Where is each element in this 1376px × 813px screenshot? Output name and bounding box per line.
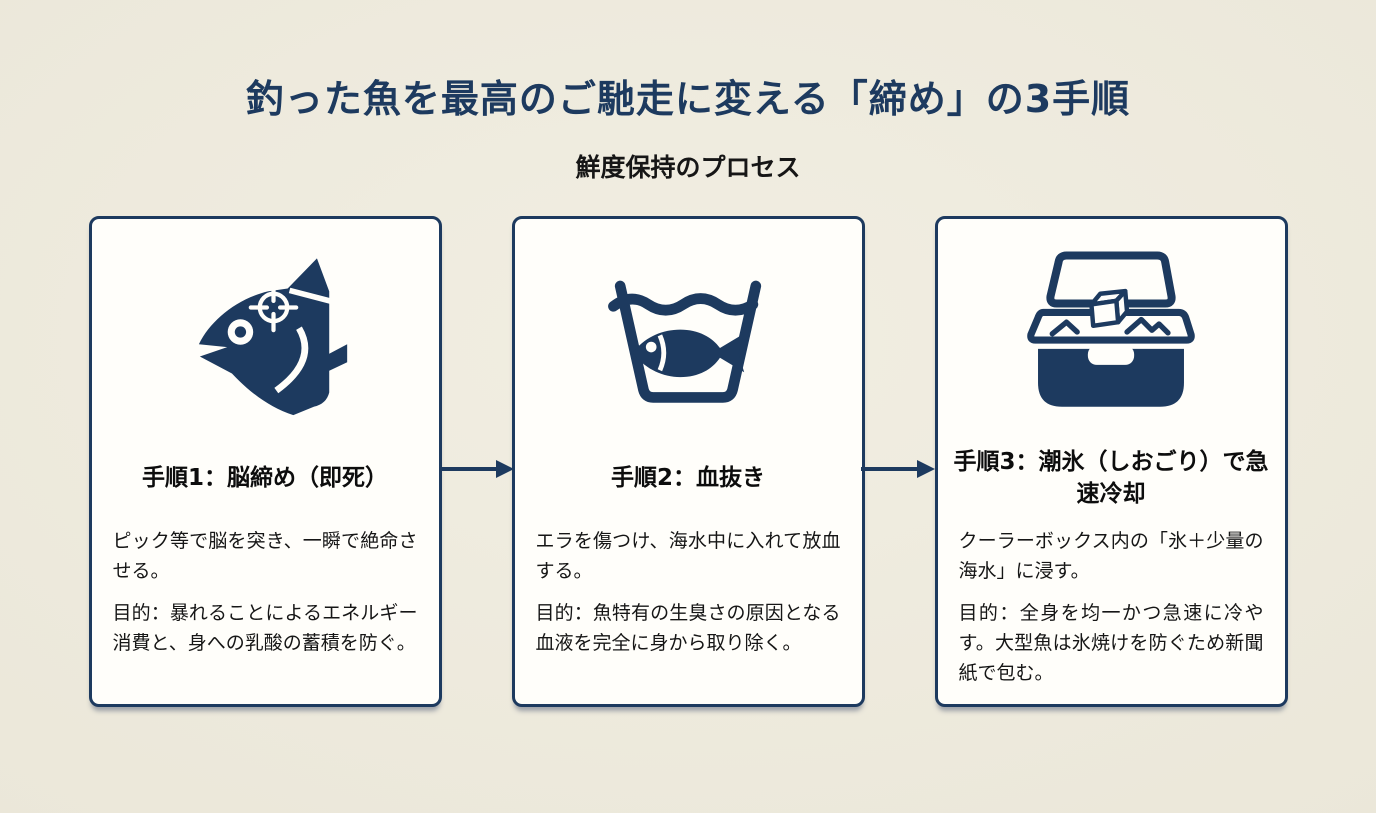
- cooler-box-ice-icon: [1027, 251, 1195, 407]
- step-description: ピック等で脳を突き、一瞬で絶命させる。: [112, 530, 418, 582]
- page-title: 釣った魚を最高のご馳走に変える「締め」の3手順: [245, 77, 1131, 121]
- arrow-right-icon: [440, 460, 514, 478]
- fish-in-water-basin-icon: [608, 280, 762, 403]
- step-card-2: 手順2：血抜き エラを傷つけ、海水中に入れて放血する。 目的：魚特有の生臭さの原…: [511, 216, 865, 707]
- step-body: エラを傷つけ、海水中に入れて放血する。 目的：魚特有の生臭さの原因となる血液を完…: [515, 511, 862, 672]
- step-purpose: 目的：魚特有の生臭さの原因となる血液を完全に身から取り除く。: [535, 602, 841, 654]
- step-card-3: 手順3：潮氷（しおごり）で急速冷却 クーラーボックス内の「氷＋少量の海水」に浸す…: [934, 216, 1288, 707]
- step-title: 手順3：潮氷（しおごり）で急速冷却: [953, 448, 1269, 507]
- step-purpose: 目的：全身を均一かつ急速に冷やす。大型魚は氷焼けを防ぐため新聞紙で包む。: [958, 602, 1264, 684]
- step-description: エラを傷つけ、海水中に入れて放血する。: [535, 530, 841, 582]
- step-card-1: 手順1：脳締め（即死） ピック等で脳を突き、一瞬で絶命させる。 目的：暴れること…: [88, 216, 442, 707]
- step2-icon-area: [515, 219, 862, 445]
- step-title: 手順2：血抜き: [610, 464, 765, 491]
- step-body: クーラーボックス内の「氷＋少量の海水」に浸す。 目的：全身を均一かつ急速に冷やす…: [938, 511, 1285, 701]
- step-title: 手順1：脳締め（即死）: [141, 464, 388, 491]
- step3-icon-area: [938, 219, 1285, 445]
- step-description: クーラーボックス内の「氷＋少量の海水」に浸す。: [958, 530, 1264, 582]
- step1-icon-area: [92, 219, 439, 445]
- page-subtitle: 鮮度保持のプロセス: [575, 153, 801, 182]
- fish-head-crosshair-icon: [198, 258, 348, 416]
- steps-row: 手順1：脳締め（即死） ピック等で脳を突き、一瞬で絶命させる。 目的：暴れること…: [0, 216, 1376, 707]
- arrow-right-icon: [861, 460, 935, 478]
- step-body: ピック等で脳を突き、一瞬で絶命させる。 目的：暴れることによるエネルギー消費と、…: [92, 511, 439, 672]
- step-purpose: 目的：暴れることによるエネルギー消費と、身への乳酸の蓄積を防ぐ。: [112, 602, 418, 654]
